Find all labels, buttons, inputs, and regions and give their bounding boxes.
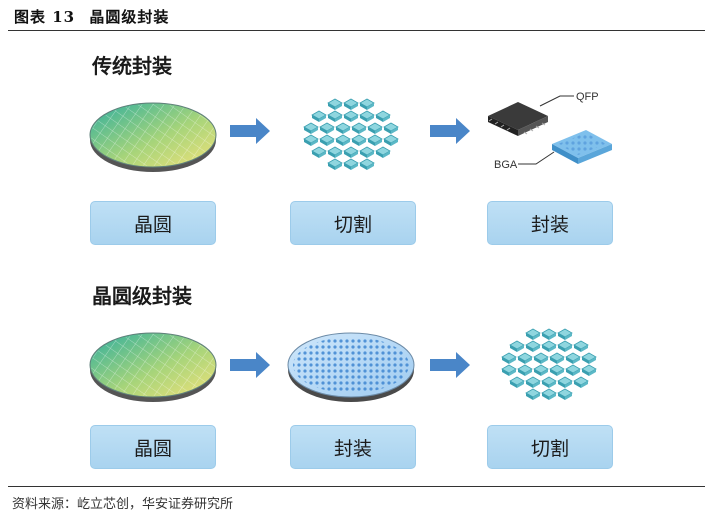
bga-label: BGA: [494, 159, 518, 171]
wafer-level-section-title: 晶圆级封装: [92, 284, 192, 308]
qfp-label: QFP: [576, 91, 599, 103]
arrow-icon: [430, 118, 470, 144]
traditional-step-dicing: 切割: [290, 201, 416, 245]
bga-chip-icon: [552, 130, 612, 164]
bottom-rule: [8, 486, 705, 487]
packaged-wafer-illustration: [287, 332, 415, 402]
figure-title-text: 晶圆级封装: [89, 8, 170, 26]
wafer-level-step-packaging: 封装: [290, 425, 416, 469]
arrow-icon: [430, 352, 470, 378]
traditional-section-title: 传统封装: [92, 54, 172, 78]
arrow-icon: [230, 352, 270, 378]
figure-title: 图表 13 晶圆级封装: [14, 6, 169, 27]
wafer-level-step-wafer: 晶圆: [90, 425, 216, 469]
qfp-chip-icon: [488, 102, 548, 136]
traditional-step-packaging: 封装: [487, 201, 613, 245]
diced-dies-illustration-1: [303, 98, 399, 171]
wafer-illustration-1: [89, 102, 217, 172]
figure-label: 图表 13: [14, 8, 76, 26]
wafer-level-step-dicing: 切割: [487, 425, 613, 469]
traditional-step-wafer: 晶圆: [90, 201, 216, 245]
top-rule: [8, 30, 705, 31]
source-note: 资料来源：屹立芯创，华安证券研究所: [12, 497, 234, 512]
packages-illustration: QFP BGA: [488, 91, 612, 171]
diced-dies-illustration-2: [486, 322, 616, 412]
wafer-illustration-2: [89, 332, 217, 402]
arrow-icon: [230, 118, 270, 144]
